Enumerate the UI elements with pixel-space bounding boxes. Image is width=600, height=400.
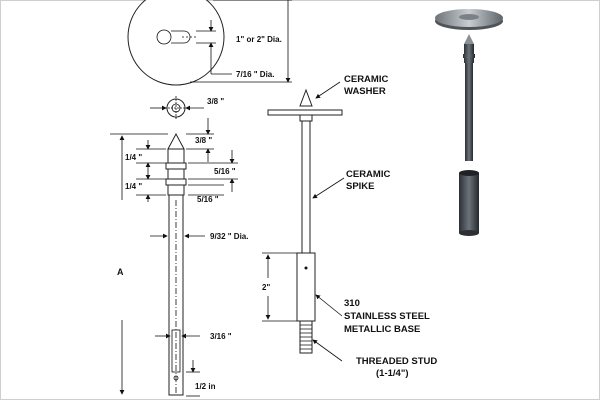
stud-callout-1: THREADED STUD — [356, 356, 437, 367]
washer-top-view — [127, 0, 225, 86]
shaft-dia-label: 9/32 " Dia. — [210, 232, 248, 241]
spike-callout-2: SPIKE — [346, 181, 375, 192]
base-callout-3: METALLIC BASE — [344, 324, 420, 335]
spike-head-label: 3/8 " — [207, 97, 224, 106]
seg1-label: 1/4 " — [125, 153, 142, 162]
base-length-label: 2" — [262, 283, 270, 292]
spike-side-view — [165, 132, 187, 396]
bottom-label: 1/2 in — [195, 382, 216, 391]
seg2-label: 1/4 " — [125, 182, 142, 191]
keyhole-slot-left — [156, 29, 172, 45]
ring1-label: 5/16 " — [214, 167, 236, 176]
spike-callout-1: CERAMIC — [346, 169, 390, 180]
washer-callout-2: WASHER — [344, 86, 386, 97]
tip-height-label: 3/8 " — [195, 136, 212, 145]
overall-length-label: A — [117, 267, 124, 277]
threaded-stud — [299, 320, 313, 354]
stud-callout-2: (1-1/4") — [376, 368, 409, 379]
washer-dia-label: 1" or 2" Dia. — [236, 35, 282, 44]
base-callout-1: 310 — [344, 298, 360, 309]
product-photo — [435, 9, 503, 236]
washer-callout-1: CERAMIC — [344, 74, 388, 85]
assembly-view — [267, 88, 343, 354]
hole-dia-label: 7/16 " Dia. — [236, 70, 274, 79]
slot-label: 3/16 " — [210, 332, 232, 341]
spike-end-view — [162, 96, 190, 120]
base-callout-2: STAINLESS STEEL — [344, 311, 430, 322]
ring2-label: 5/16 " — [197, 195, 219, 204]
